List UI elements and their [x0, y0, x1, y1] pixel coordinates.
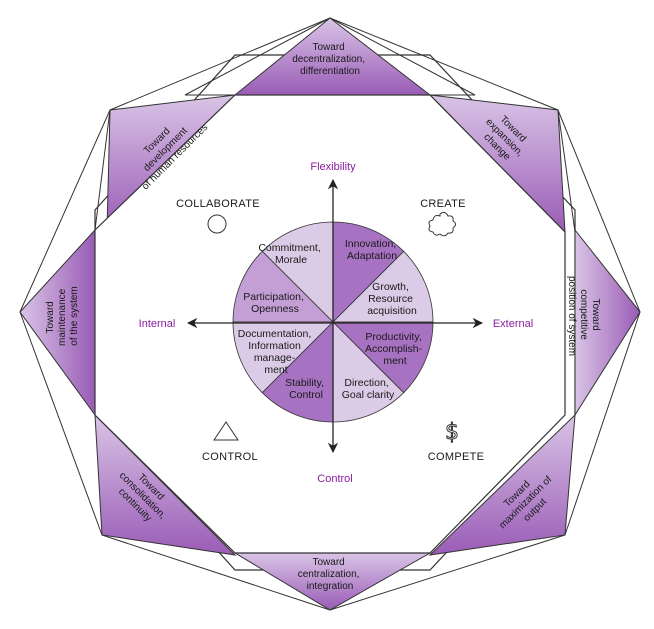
- segment-participation-text: Participation, Openness: [243, 291, 307, 315]
- axis-label-bottom: Control: [317, 473, 352, 485]
- triangle-right-text: Toward competitive position of system: [566, 276, 601, 356]
- dashed-dividers: [262, 251, 404, 393]
- quadrant-create-label: CREATE: [420, 198, 466, 210]
- segment-labels: Commitment, Morale Innovation, Adaptatio…: [238, 238, 425, 401]
- axis-label-top: Flexibility: [310, 161, 356, 173]
- star-lines: [19, 17, 641, 611]
- quadrant-collaborate-label: COLLABORATE: [176, 198, 260, 210]
- dollar-icon: $: [445, 420, 459, 445]
- triangle-bottom-right: [428, 413, 576, 556]
- triangle-left-text: Toward maintenance of the system: [45, 286, 80, 346]
- segment-growth-text: Growth, Resource acquisition: [367, 281, 417, 317]
- segment-productivity-text: Productivity, Accomplish- ment: [365, 331, 425, 367]
- segment-innovation-text: Innovation, Adaptation: [345, 238, 399, 262]
- axis-label-right: External: [493, 318, 533, 330]
- triangle-right: [574, 228, 641, 417]
- center-circle: [232, 221, 434, 423]
- circle-icon: [207, 214, 227, 234]
- triangle-icon: [213, 421, 239, 441]
- segment-documentation-text: Documentation, Information manage- ment: [238, 328, 314, 376]
- segment-stability-text: Stability, Control: [285, 377, 327, 401]
- segment-commitment-text: Commitment, Morale: [258, 242, 323, 266]
- quadrant-control-label: CONTROL: [202, 451, 258, 463]
- quadrant-compete-label: COMPETE: [428, 451, 485, 463]
- axis-label-left: Internal: [139, 318, 176, 330]
- segment-direction-text: Direction, Goal clarity: [342, 377, 395, 401]
- flower-icon: [428, 211, 456, 237]
- triangle-bottom-text: Toward centralization, integration: [298, 557, 362, 592]
- triangle-top-text: Toward decentralization, differentiation: [292, 42, 368, 77]
